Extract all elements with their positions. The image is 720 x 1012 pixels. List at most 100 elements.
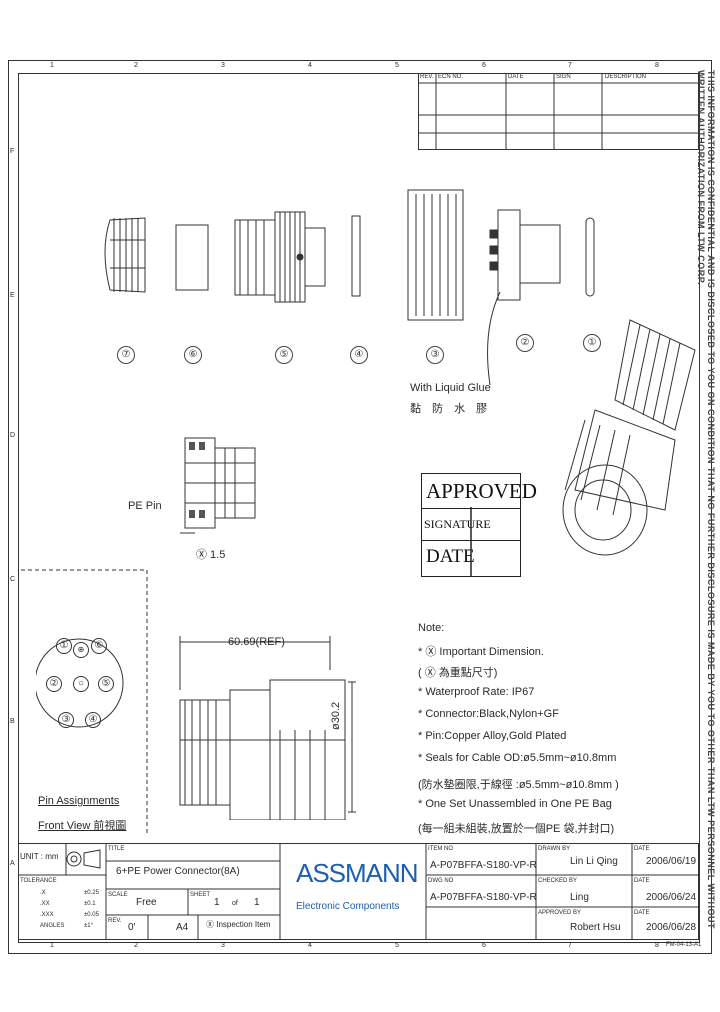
drawing-outer-border (8, 60, 712, 954)
stamp-date: DATE (426, 546, 475, 567)
rev-label: REV. (108, 918, 122, 924)
date-approved: 2006/06/28 (646, 922, 697, 933)
sheet-number: 1 (214, 897, 220, 908)
zone-7-bottom: 7 (568, 942, 572, 949)
sheet-total: 1 (254, 897, 260, 908)
zone-E: E (10, 292, 15, 299)
title-block-grid (18, 843, 699, 940)
zone-5-bottom: 5 (395, 942, 399, 949)
zone-B: B (10, 718, 15, 725)
drawn-by-label: DRAWN BY (538, 846, 571, 852)
date-label-1: DATE (634, 846, 650, 852)
dwg-no-label: DWG NO (428, 878, 454, 884)
tolerance-angles-value: ±1° (84, 923, 94, 929)
dwg-no-value: A-P07BFFA-S180-VP-R (430, 892, 537, 903)
brand-subtitle: Electronic Components (296, 901, 400, 912)
length-dimension: 60.69(REF) (228, 636, 285, 648)
glue-leader-line (487, 291, 501, 386)
checked-by-value: Ling (570, 892, 589, 903)
sheet-of: of (232, 900, 238, 907)
approval-stamp: APPROVED SIGNATURE DATE (421, 473, 537, 577)
approved-by-value: Robert Hsu (570, 922, 621, 933)
tolerance-x-key: .X (40, 890, 46, 896)
part-label-6: ⑥ (184, 346, 202, 364)
tolerance-label: TOLERANCE (20, 878, 57, 884)
pe-pin-dimension: Ⓧ 1.5 (196, 549, 226, 561)
pin-5: ⑤ (98, 676, 114, 692)
zone-1-top: 1 (50, 62, 54, 69)
item-no-label: ITEM NO (428, 846, 453, 852)
note-important-dimension-zh: ( Ⓧ 為重點尺寸) (418, 667, 498, 679)
tolerance-angles-key: ANGLES (40, 923, 65, 929)
note-heading: Note: (418, 622, 445, 634)
part-label-2: ② (516, 334, 534, 352)
rev-value: 0' (128, 922, 136, 933)
zone-D: D (10, 432, 16, 439)
rev-header-rev: REV. (420, 74, 434, 80)
pin-3: ③ (58, 712, 74, 728)
zone-8-bottom: 8 (655, 942, 659, 949)
scale-label: SCALE (108, 892, 128, 898)
zone-6-bottom: 6 (482, 942, 486, 949)
tolerance-xx-key: .XX (40, 901, 50, 907)
date-drawn: 2006/06/19 (646, 856, 697, 867)
inspection-item: Ⓧ Inspection Item (206, 920, 271, 929)
checked-by-label: CHECKED BY (538, 878, 578, 884)
tolerance-xxx-value: ±0.05 (84, 912, 99, 918)
pin-4: ④ (85, 712, 101, 728)
zone-C: C (10, 576, 16, 583)
pin-center: ○ (73, 676, 89, 692)
part-label-1: ① (583, 334, 601, 352)
zone-A: A (10, 860, 15, 867)
section-view-drawing (180, 437, 256, 534)
note-seals-zh: (防水墊圈限,于線徑 :ø5.5mm~ø10.8mm ) (418, 779, 619, 791)
scale-value: Free (136, 897, 157, 908)
glue-label-en: With Liquid Glue (410, 382, 491, 394)
pe-pin-label: PE Pin (128, 500, 162, 512)
zone-4-top: 4 (308, 62, 312, 69)
pin-pe: ⊕ (73, 642, 89, 658)
note-seals: * Seals for Cable OD:ø5.5mm~ø10.8mm (418, 752, 617, 764)
form-number: FM-04-13-A1 (666, 942, 702, 948)
note-waterproof: * Waterproof Rate: IP67 (418, 686, 535, 698)
zone-F: F (10, 148, 15, 155)
rev-header-ecn: ECN NO. (438, 74, 464, 80)
tolerance-xxx-key: .XXX (40, 912, 54, 918)
isometric-view-drawing (562, 319, 696, 556)
date-label-3: DATE (634, 910, 650, 916)
zone-1-bottom: 1 (50, 942, 54, 949)
approved-by-label: APPROVED BY (538, 910, 582, 916)
note-important-dimension: * Ⓧ Important Dimension. (418, 646, 544, 658)
drawn-by-value: Lin Li Qing (570, 856, 618, 867)
sheet-label: SHEET (190, 892, 211, 898)
stamp-approved: APPROVED (422, 474, 537, 509)
zone-7-top: 7 (568, 62, 572, 69)
drawing-inner-border (18, 73, 700, 943)
item-no-value: A-P07BFFA-S180-VP-R (430, 860, 537, 871)
rev-header-description: DESCRIPTION (605, 74, 647, 80)
revision-table (418, 73, 699, 150)
brand-logo: ASSMANN (296, 858, 419, 888)
pin-2: ② (46, 676, 62, 692)
pin-face-outline (36, 638, 124, 728)
title-label: TITLE (108, 846, 125, 852)
pin-6: ⑥ (91, 638, 107, 654)
note-pin: * Pin:Copper Alloy,Gold Plated (418, 730, 567, 742)
zone-6-top: 6 (482, 62, 486, 69)
rev-header-date: DATE (508, 74, 524, 80)
part-label-5: ⑤ (275, 346, 293, 364)
date-checked: 2006/06/24 (646, 892, 697, 903)
projection-symbol-icon (66, 849, 101, 869)
zone-3-top: 3 (221, 62, 225, 69)
assembled-side-view (179, 636, 356, 820)
pin-caption-title: Pin Assignments (38, 795, 120, 807)
date-label-2: DATE (634, 878, 650, 884)
rev-header-sign: SIGN (556, 74, 571, 80)
zone-8-top: 8 (655, 62, 659, 69)
note-packing: * One Set Unassembled in One PE Bag (418, 798, 612, 810)
note-packing-zh: (每一組未組裝,放置於一個PE 袋,并封口) (418, 823, 615, 835)
stamp-column-divider (470, 507, 472, 577)
unit-label: UNIT : mm (20, 852, 59, 861)
pin-caption-view: Front View 前視圖 (38, 820, 127, 832)
zone-2-top: 2 (134, 62, 138, 69)
